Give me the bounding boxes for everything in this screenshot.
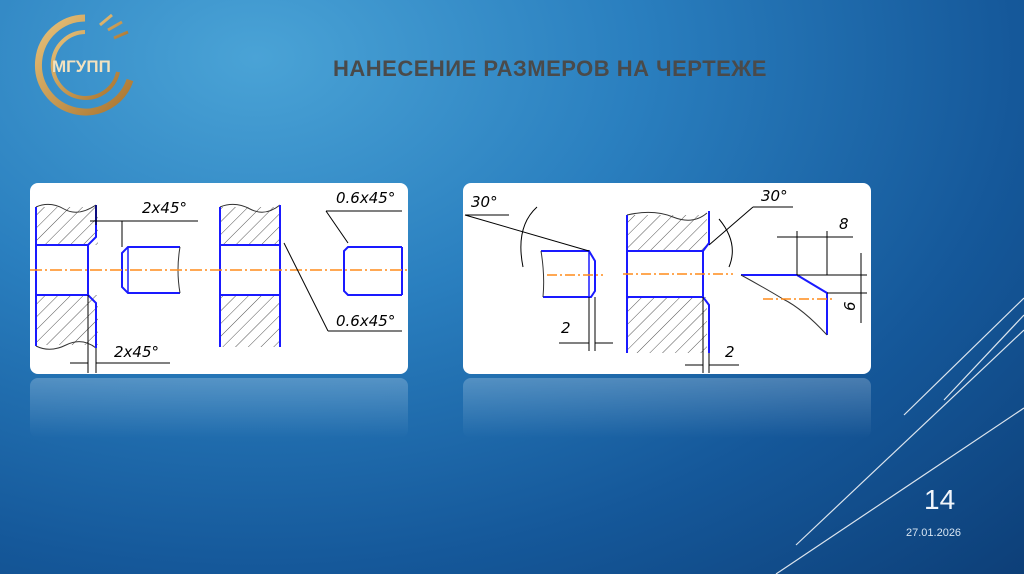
drawing-panel-right: 30° 30° 2 2 8 6 xyxy=(463,183,871,374)
dimension-lines-right xyxy=(464,206,867,373)
dim-6: 6 xyxy=(841,301,859,311)
part-shaft-30deg xyxy=(540,250,596,298)
dim-chamfer-top: 2x45° xyxy=(142,199,187,217)
chamfer-drawing-left: 2x45° 2x45° 0.6x45° 0.6x45° xyxy=(30,189,408,373)
dim-chamfer-small-bottom: 0.6x45° xyxy=(336,312,395,330)
part-1-hole xyxy=(35,203,98,350)
chamfer-drawing-right: 30° 30° 2 2 8 6 xyxy=(464,187,867,373)
drawing-panel-left: 2x45° 2x45° 0.6x45° 0.6x45° xyxy=(30,183,408,374)
dim-middle-2: 2 xyxy=(725,343,735,361)
part-bevel-edge xyxy=(740,274,828,336)
dim-8: 8 xyxy=(839,215,849,233)
dim-chamfer-small-top: 0.6x45° xyxy=(336,189,395,207)
reflection-left xyxy=(30,378,408,438)
page-number: 14 xyxy=(924,484,956,515)
dim-left-2: 2 xyxy=(561,319,571,337)
dim-chamfer-bottom: 2x45° xyxy=(114,343,159,361)
slide-title: НАНЕСЕНИЕ РАЗМЕРОВ НА ЧЕРТЕЖЕ xyxy=(333,56,767,81)
dim-angle-left: 30° xyxy=(471,193,498,211)
slide-date: 27.01.2026 xyxy=(906,527,962,539)
dim-angle-right: 30° xyxy=(761,187,788,205)
dimension-lines xyxy=(70,205,402,373)
reflection-right xyxy=(463,378,871,438)
mgupp-logo: МГУПП xyxy=(34,13,134,116)
svg-text:МГУПП: МГУПП xyxy=(52,57,111,76)
part-3-block xyxy=(219,203,281,347)
part-block-right xyxy=(626,211,710,353)
part-4-small-shaft xyxy=(343,246,403,296)
